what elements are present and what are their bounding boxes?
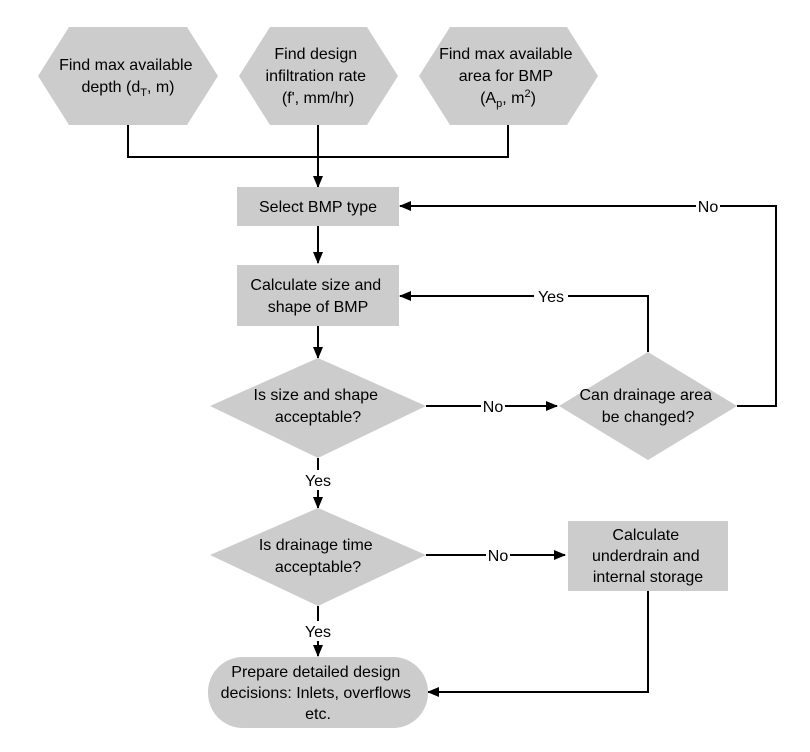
svg-text:Select BMP type: Select BMP type xyxy=(259,199,377,216)
select-bmp-line1: Select BMP type xyxy=(259,199,377,216)
node-find-infiltration-rate: Find design infiltration rate (f', mm/hr… xyxy=(239,27,398,125)
svg-text:Is size and shape accept: Is size and shape acceptable? xyxy=(254,387,383,426)
node-calculate-underdrain: Calculate underdrain and internal storag… xyxy=(568,521,728,591)
drainage-area-line1: Can drainage area xyxy=(580,387,713,404)
underdrain-line1: Calculate xyxy=(612,527,679,544)
node-prepare-detailed-design: Prepare detailed design decisions: Inlet… xyxy=(208,657,428,728)
edge-label-no-time: No xyxy=(488,548,509,565)
node-drainage-time-acceptable: Is drainage time acceptable? xyxy=(210,508,426,606)
svg-text:Calculate underdrain and: Calculate underdrain and internal storag… xyxy=(592,527,704,586)
node-calculate-size-shape: Calculate size and shape of BMP xyxy=(237,265,399,326)
prepare-line2: decisions: Inlets, overflows xyxy=(221,685,411,702)
node-drainage-area-changeable: Can drainage area be changed? xyxy=(559,352,737,460)
size-ok-line2: acceptable? xyxy=(275,409,361,426)
drain-time-line1: Is drainage time xyxy=(259,537,373,554)
calc-size-line2: shape of BMP xyxy=(268,299,369,316)
svg-text:Find max available depth: Find max available depth (dT, m) xyxy=(59,57,197,99)
node-find-max-depth: Find max available depth (dT, m) xyxy=(38,27,218,125)
svg-text:Can drainage area be cha: Can drainage area be changed? xyxy=(580,387,717,426)
drainage-area-line2: be changed? xyxy=(602,409,695,426)
depth-line2: depth (dT, m) xyxy=(82,79,175,99)
edge-label-no-size: No xyxy=(483,399,504,416)
node-select-bmp-type: Select BMP type xyxy=(237,187,399,226)
size-ok-line1: Is size and shape xyxy=(254,387,379,404)
edge-label-no-select: No xyxy=(698,199,719,216)
underdrain-line3: internal storage xyxy=(593,569,703,586)
connector-drainage-yes xyxy=(399,291,649,352)
infiltration-line1: Find design xyxy=(274,46,357,63)
svg-text:Prepare detailed design: Prepare detailed design decisions: Inlet… xyxy=(221,664,416,723)
infiltration-line2: infiltration rate xyxy=(266,68,367,85)
svg-text:Find design infiltration: Find design infiltration rate (f', mm/hr… xyxy=(266,46,371,107)
svg-text:Find max available area: Find max available area for BMP (Ap, m2) xyxy=(439,46,577,110)
infiltration-line3: (f', mm/hr) xyxy=(282,90,354,107)
edge-labels: No Yes No Yes No Yes xyxy=(301,196,720,641)
edge-label-yes-calc: Yes xyxy=(538,289,564,306)
svg-text:Is drainage time accepta: Is drainage time acceptable? xyxy=(259,537,377,576)
area-line1: Find max available xyxy=(439,46,573,63)
depth-line1: Find max available xyxy=(59,57,193,74)
area-line3: (Ap, m2) xyxy=(480,88,536,110)
connector-underdrain-to-prepare xyxy=(427,591,649,697)
area-line2: area for BMP xyxy=(459,68,553,85)
svg-text:Calculate size and shape: Calculate size and shape of BMP xyxy=(250,277,385,316)
calc-size-line1: Calculate size and xyxy=(250,277,381,294)
drain-time-line2: acceptable? xyxy=(275,559,361,576)
node-size-shape-acceptable: Is size and shape acceptable? xyxy=(210,358,426,458)
node-find-max-area: Find max available area for BMP (Ap, m2) xyxy=(419,27,598,125)
prepare-line3: etc. xyxy=(305,706,331,723)
edge-label-yes-size: Yes xyxy=(305,473,331,490)
edge-label-yes-time: Yes xyxy=(305,624,331,641)
prepare-line1: Prepare detailed design xyxy=(231,664,400,681)
underdrain-line2: underdrain and xyxy=(592,548,700,565)
connector-drainage-no xyxy=(399,201,777,407)
